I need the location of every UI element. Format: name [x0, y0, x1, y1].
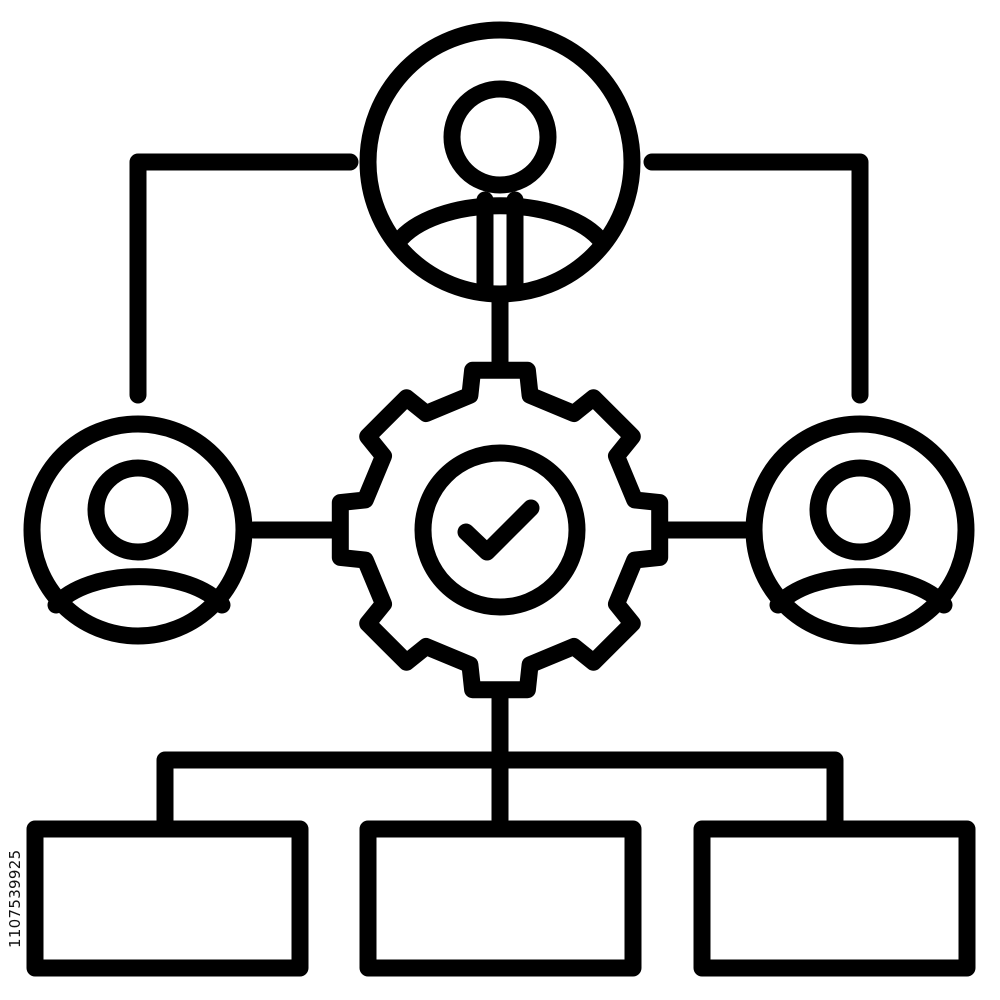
gear-outline [331, 361, 669, 699]
org-box-right [693, 820, 976, 977]
right-person-shoulders [769, 568, 953, 614]
top-person-shoulders [389, 197, 611, 251]
connector-top-right [643, 153, 869, 404]
right-person-avatar [745, 415, 975, 645]
org-box-left [26, 820, 309, 977]
check-icon [457, 499, 540, 561]
gear-icon [331, 361, 669, 699]
top-person-avatar [359, 21, 641, 303]
left-person-head [87, 459, 189, 561]
top-person-head [443, 80, 557, 194]
stock-image-id: 1107539925 [6, 849, 24, 948]
org-box-center [359, 820, 642, 977]
right-person-head [809, 459, 911, 561]
connector-branch [156, 751, 844, 832]
left-person-shoulders [47, 568, 231, 614]
gear-inner-circle [414, 444, 586, 616]
left-person-avatar [23, 415, 253, 645]
connector-top-left [129, 153, 359, 404]
